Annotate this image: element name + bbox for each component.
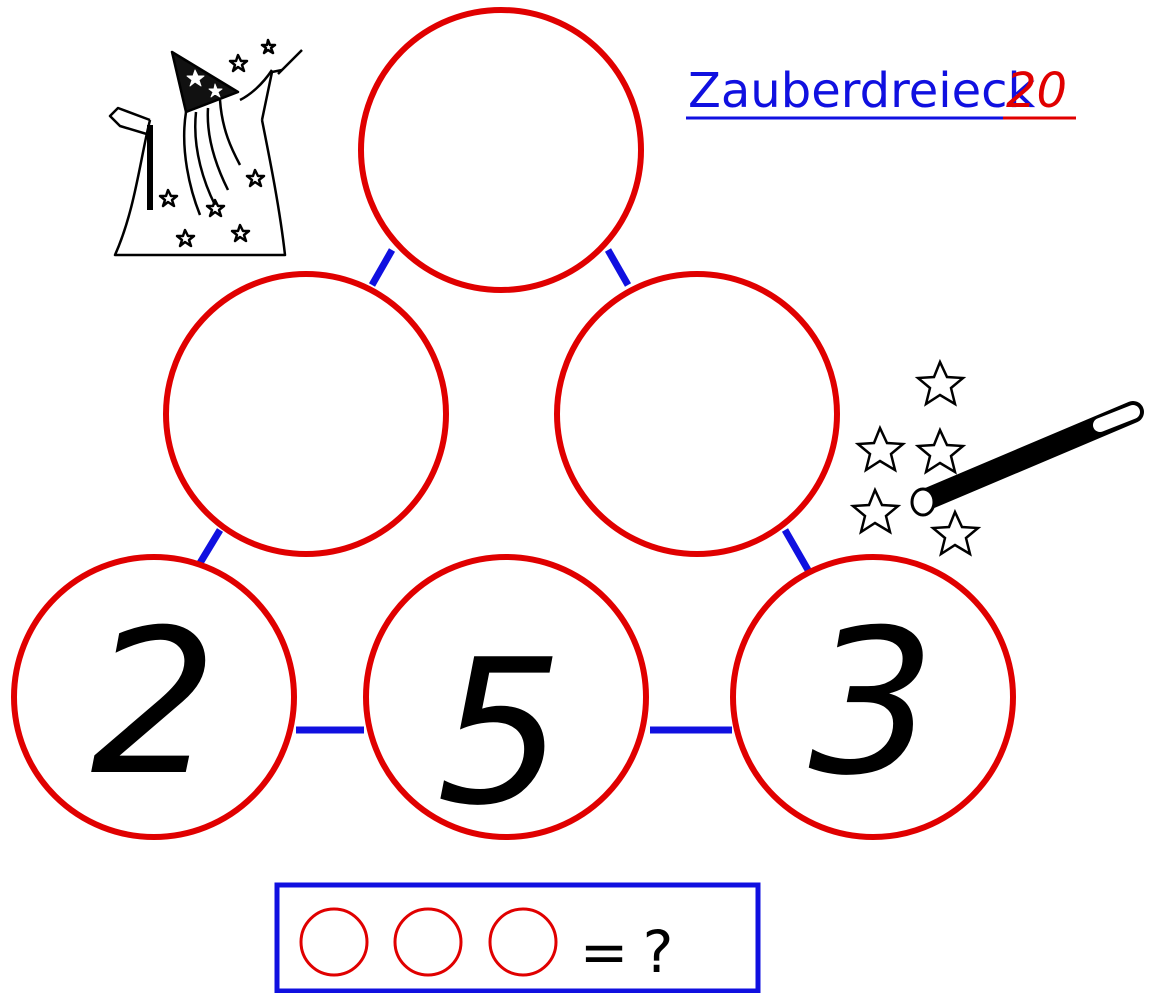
circle-bottom-right-value: 3 [808, 587, 935, 820]
star-icon [914, 426, 967, 475]
circle-bottom-right[interactable] [730, 554, 1016, 840]
star-icon [929, 508, 982, 557]
circle-top[interactable] [358, 7, 644, 293]
circle-middle-left[interactable] [163, 271, 449, 557]
connector-right [781, 528, 812, 572]
star-icon [914, 358, 967, 407]
star-icon [854, 424, 907, 473]
magic-wand-icon [849, 358, 1144, 557]
answer-circle-2[interactable] [393, 907, 463, 977]
worksheet-title: Zauberdreieck 20 [686, 63, 1076, 120]
circle-bottom-left-value: 2 [90, 587, 217, 820]
equals-sign: = [580, 918, 629, 986]
question-mark: ? [643, 918, 674, 986]
answer-circle-1[interactable] [299, 907, 369, 977]
circle-bottom-left[interactable] [11, 554, 297, 840]
wizard-illustration [108, 38, 303, 257]
title-text: Zauberdreieck [688, 63, 1036, 119]
triangle-connectors [197, 248, 812, 734]
circle-middle-right[interactable] [554, 271, 840, 557]
answer-circle-3[interactable] [488, 907, 558, 977]
answer-box: = ? [274, 882, 761, 993]
connector-top-right [604, 248, 632, 287]
title-number: 20 [1006, 63, 1067, 119]
connector-top-left [368, 248, 396, 287]
connector-left [197, 528, 223, 565]
circle-bottom-middle[interactable] [363, 554, 649, 840]
circle-bottom-middle-value: 5 [436, 617, 563, 850]
star-icon [849, 486, 902, 535]
